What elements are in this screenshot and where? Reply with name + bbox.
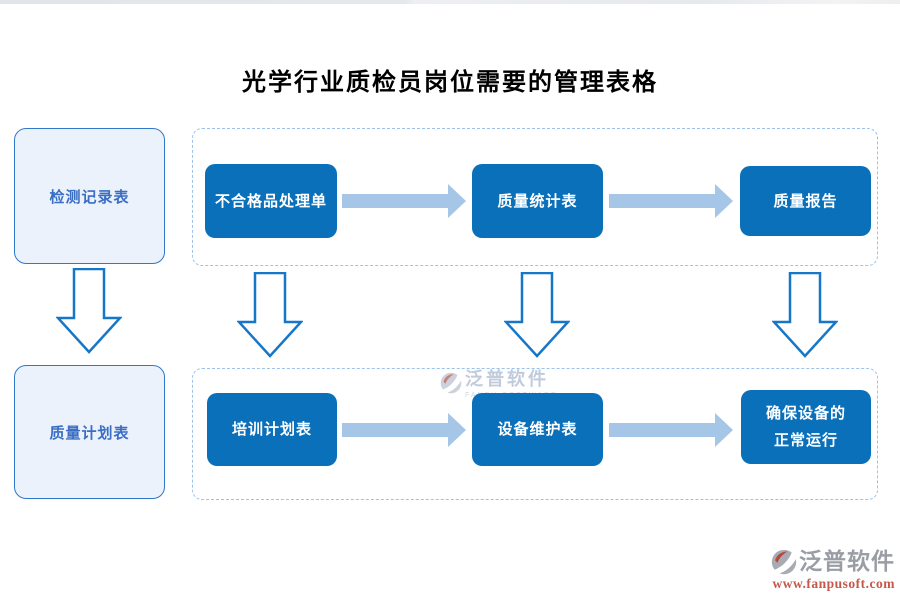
flow-node-label: 质量报告 <box>773 192 838 210</box>
flow-node-label: 质量统计表 <box>497 192 578 210</box>
flow-node-quality-statistics: 质量统计表 <box>472 164 603 238</box>
left-box-quality-plan: 质量计划表 <box>14 365 165 499</box>
left-box-label: 质量计划表 <box>49 424 130 442</box>
footer-logo-icon <box>771 549 797 575</box>
flow-node-training-plan: 培训计划表 <box>207 393 337 466</box>
arrow-right-icon <box>342 184 466 218</box>
arrow-down-icon <box>237 272 303 358</box>
flow-node-equipment-maintenance: 设备维护表 <box>472 393 603 466</box>
watermark-logo-icon <box>440 372 462 394</box>
arrow-down-icon <box>504 272 570 358</box>
flow-node-label-line1: 确保设备的 <box>765 405 846 422</box>
flow-node-label: 不合格品处理单 <box>214 192 327 210</box>
arrow-right-icon <box>609 184 733 218</box>
flow-node-quality-report: 质量报告 <box>740 166 871 236</box>
flow-row-1-panel <box>192 128 878 266</box>
flow-node-label: 培训计划表 <box>231 421 312 438</box>
arrow-right-icon <box>342 413 466 447</box>
flow-node-label-line2: 正常运行 <box>773 432 838 449</box>
window-top-strip <box>0 0 900 4</box>
footer-brand-name: 泛普软件 <box>799 548 895 575</box>
footer-brand: 泛普软件 www.fanpusoft.com <box>763 549 895 592</box>
watermark-brand: 泛普软件 <box>465 369 549 389</box>
arrow-down-icon <box>56 268 122 354</box>
arrow-down-icon <box>772 272 838 358</box>
arrow-right-icon <box>609 413 733 447</box>
flow-node-nonconforming-form: 不合格品处理单 <box>205 164 337 238</box>
left-box-label: 检测记录表 <box>49 188 130 206</box>
left-box-inspection-record: 检测记录表 <box>14 128 165 264</box>
page-title: 光学行业质检员岗位需要的管理表格 <box>242 69 658 96</box>
flow-row-2-panel <box>192 368 878 500</box>
flow-node-label: 设备维护表 <box>497 421 578 438</box>
footer-website-url: www.fanpusoft.com <box>772 576 895 591</box>
flow-node-ensure-equipment-operation: 确保设备的 正常运行 <box>741 390 871 464</box>
